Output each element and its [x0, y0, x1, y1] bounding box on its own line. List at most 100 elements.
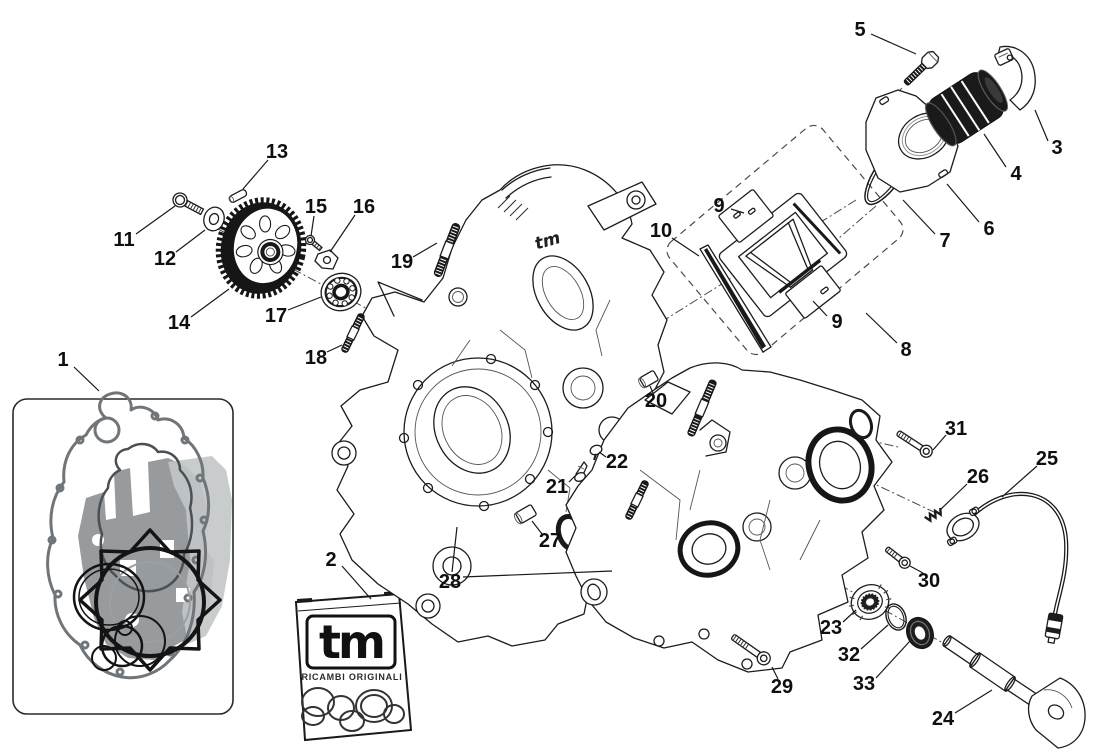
callout-33: 33 [853, 673, 875, 695]
leader-line-21 [568, 473, 578, 483]
callout-9: 9 [831, 311, 842, 333]
part-33-oil-seal [906, 616, 934, 650]
leader-line-3 [1034, 109, 1049, 142]
leader-line-7 [902, 199, 936, 235]
leader-line-18 [326, 344, 343, 353]
callout-15: 15 [305, 196, 327, 218]
part-26-spring [924, 507, 943, 523]
leader-line-28 [451, 526, 458, 573]
leader-line-13 [242, 159, 269, 190]
part-9-reed-petal [718, 189, 774, 243]
sensor-connector [1044, 612, 1064, 644]
part-21-screw [574, 461, 588, 482]
callout-2: 2 [325, 549, 336, 571]
part-17-bearing [320, 272, 362, 312]
part-15-screw [304, 234, 323, 252]
callout-3: 3 [1051, 137, 1062, 159]
callout-11: 11 [113, 229, 134, 251]
callout-5: 5 [854, 19, 865, 41]
leader-line-2 [341, 565, 372, 600]
leader-line-6 [946, 183, 980, 223]
leader-line-20 [649, 385, 654, 394]
callout-20: 20 [645, 390, 667, 412]
leader-line-33 [875, 640, 911, 679]
part-18-stud [341, 313, 365, 353]
leader-line-16 [329, 214, 356, 253]
leader-line-8 [865, 312, 898, 344]
case-bolt-ears [653, 628, 753, 670]
leader-line-30 [909, 565, 924, 574]
cylinder-stud [687, 379, 717, 437]
part-16-retainer-plate [314, 249, 339, 270]
callout-14: 14 [168, 312, 191, 334]
callout-18: 18 [305, 347, 327, 369]
callout-28: 28 [439, 571, 461, 593]
callout-23: 23 [820, 617, 842, 639]
leader-line-9 [812, 300, 828, 317]
part-25-pickup-sensor [946, 491, 1069, 644]
callout-31: 31 [945, 418, 967, 440]
leader-line-5 [870, 33, 917, 55]
callout-12: 12 [154, 248, 176, 270]
callout-13: 13 [266, 141, 288, 163]
callout-24: 24 [932, 708, 955, 730]
callout-30: 30 [918, 570, 940, 592]
callout-6: 6 [983, 218, 994, 240]
leader-line-23 [842, 609, 857, 623]
part-9-reed-petal [785, 265, 841, 319]
part-27-dowel [513, 504, 537, 525]
leader-line-10 [671, 237, 700, 257]
part-28-right-crankcase [565, 362, 893, 673]
callout-16: 16 [353, 196, 375, 218]
part-13-pin [228, 189, 248, 204]
leader-line-11 [135, 205, 176, 235]
leader-line-25 [1001, 465, 1038, 498]
leader-line-22 [598, 451, 607, 458]
part-5-bolt [903, 50, 940, 86]
callout-22: 22 [606, 451, 628, 473]
callout-17: 17 [265, 305, 287, 327]
part-31-bolt [896, 430, 933, 458]
gasket-bolt-holes [47, 411, 209, 677]
bag-subtitle: RICAMBI ORIGINALI [301, 672, 402, 682]
callout-9: 9 [713, 195, 724, 217]
part-2-seal-kit-bag: tm RICAMBI ORIGINALI [294, 590, 413, 742]
part-20-dowel [638, 370, 659, 389]
part-1-gasket-kit [12, 391, 234, 715]
cylinder-stud [625, 480, 649, 520]
clutch-face-lugs [398, 353, 554, 512]
leader-line-12 [175, 229, 206, 253]
leader-line-24 [954, 689, 993, 714]
callout-26: 26 [967, 466, 989, 488]
callout-19: 19 [391, 251, 413, 273]
callout-25: 25 [1036, 448, 1058, 470]
callout-27: 27 [539, 530, 561, 552]
leader-line-27 [531, 520, 543, 535]
leader-line-15 [310, 215, 315, 237]
bag-seal-rings [301, 687, 405, 732]
bag-logo: tm [319, 615, 383, 669]
leader-line-1 [73, 366, 100, 392]
part-29-bolt [731, 634, 771, 666]
part-11-bolt [172, 192, 205, 216]
part-30-bolt [885, 546, 911, 569]
leader-line-4 [983, 133, 1007, 168]
part-23-needle-bearing [848, 584, 892, 621]
leader-line-9 [730, 208, 745, 214]
part-12-washer [203, 206, 225, 232]
callout-21: 21 [546, 476, 568, 498]
leader-line-32 [860, 624, 889, 650]
part-4-intake-sleeve [925, 69, 1009, 147]
part-3-clamp [994, 45, 1036, 111]
callout-1: 1 [57, 349, 68, 371]
part-32-shim-ring [885, 603, 907, 631]
callout-32: 32 [838, 644, 860, 666]
leader-line-28 [462, 570, 613, 578]
leader-line-14 [190, 288, 230, 318]
part-24-kickstart-shaft [942, 635, 1086, 749]
leader-line-17 [287, 296, 322, 311]
callout-7: 7 [939, 230, 950, 252]
